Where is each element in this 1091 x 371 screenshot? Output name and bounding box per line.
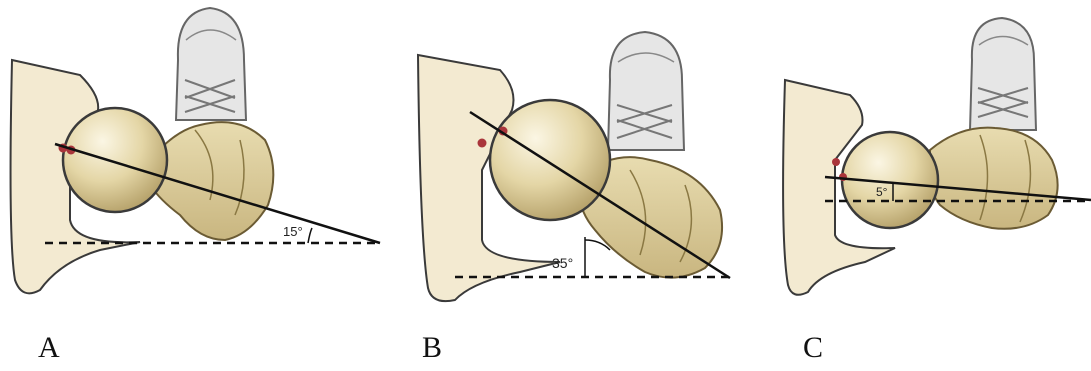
panel-b-caption: B [422,333,442,363]
sneaker [176,8,246,120]
panel-a-caption: A [38,333,60,363]
sneaker [608,32,684,150]
panel-b: 35° [400,0,760,330]
femoral-head [63,108,167,212]
femur-shaft [150,122,273,240]
panel-a-illustration: 15° [0,0,380,330]
panel-c-illustration: 5° [780,0,1091,330]
femur-shaft [930,128,1058,229]
angle-label: 15° [283,224,303,239]
angle-label: 5° [876,185,888,199]
panel-a: 15° [0,0,380,330]
angle-arc [308,228,312,243]
angle-label: 35° [552,255,573,271]
panel-b-illustration: 35° [400,0,760,330]
panel-c: 5° [780,0,1091,330]
landmark-dot [832,158,840,166]
sneaker [970,18,1036,130]
panel-c-caption: C [803,333,823,363]
femoral-head [490,100,610,220]
landmark-dot [478,139,487,148]
